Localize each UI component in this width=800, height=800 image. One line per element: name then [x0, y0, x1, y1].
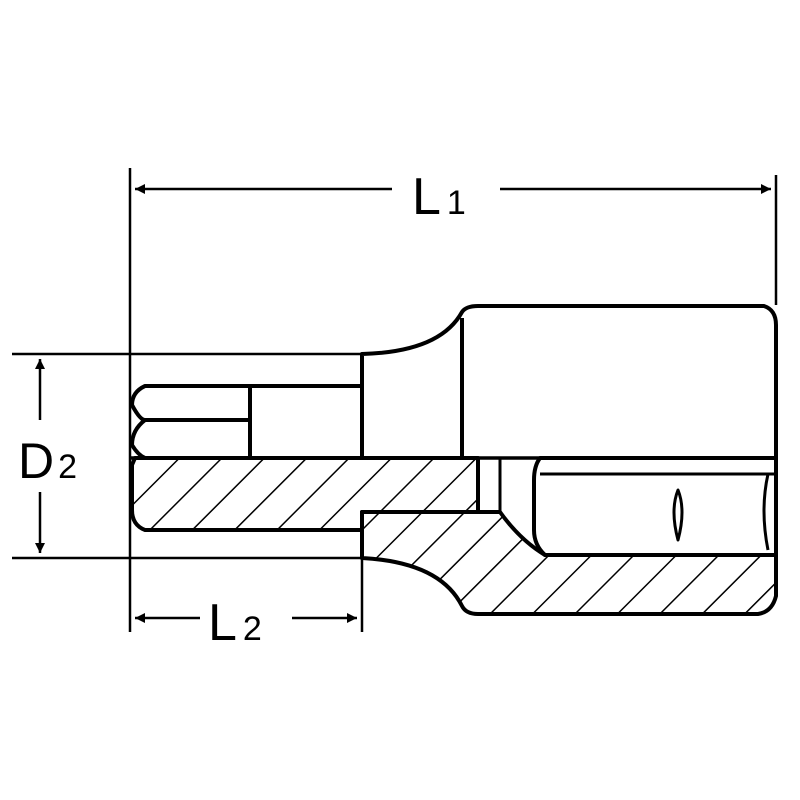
drive-square-opening	[532, 456, 778, 557]
l1-label-sub: 1	[447, 184, 466, 222]
socket-bit-body	[130, 304, 778, 616]
l1-label-main: L	[412, 168, 441, 226]
l2-label-sub: 2	[243, 610, 262, 648]
extension-lines	[12, 168, 778, 632]
drive-opening-right-curve	[762, 473, 770, 551]
d2-label-main: D	[18, 433, 54, 489]
socket-body-section	[360, 510, 778, 616]
upper-body-outline	[360, 304, 778, 458]
detent-ball-hole	[672, 488, 684, 542]
d2-label-sub: 2	[58, 448, 77, 486]
l2-label-main: L	[208, 594, 237, 652]
